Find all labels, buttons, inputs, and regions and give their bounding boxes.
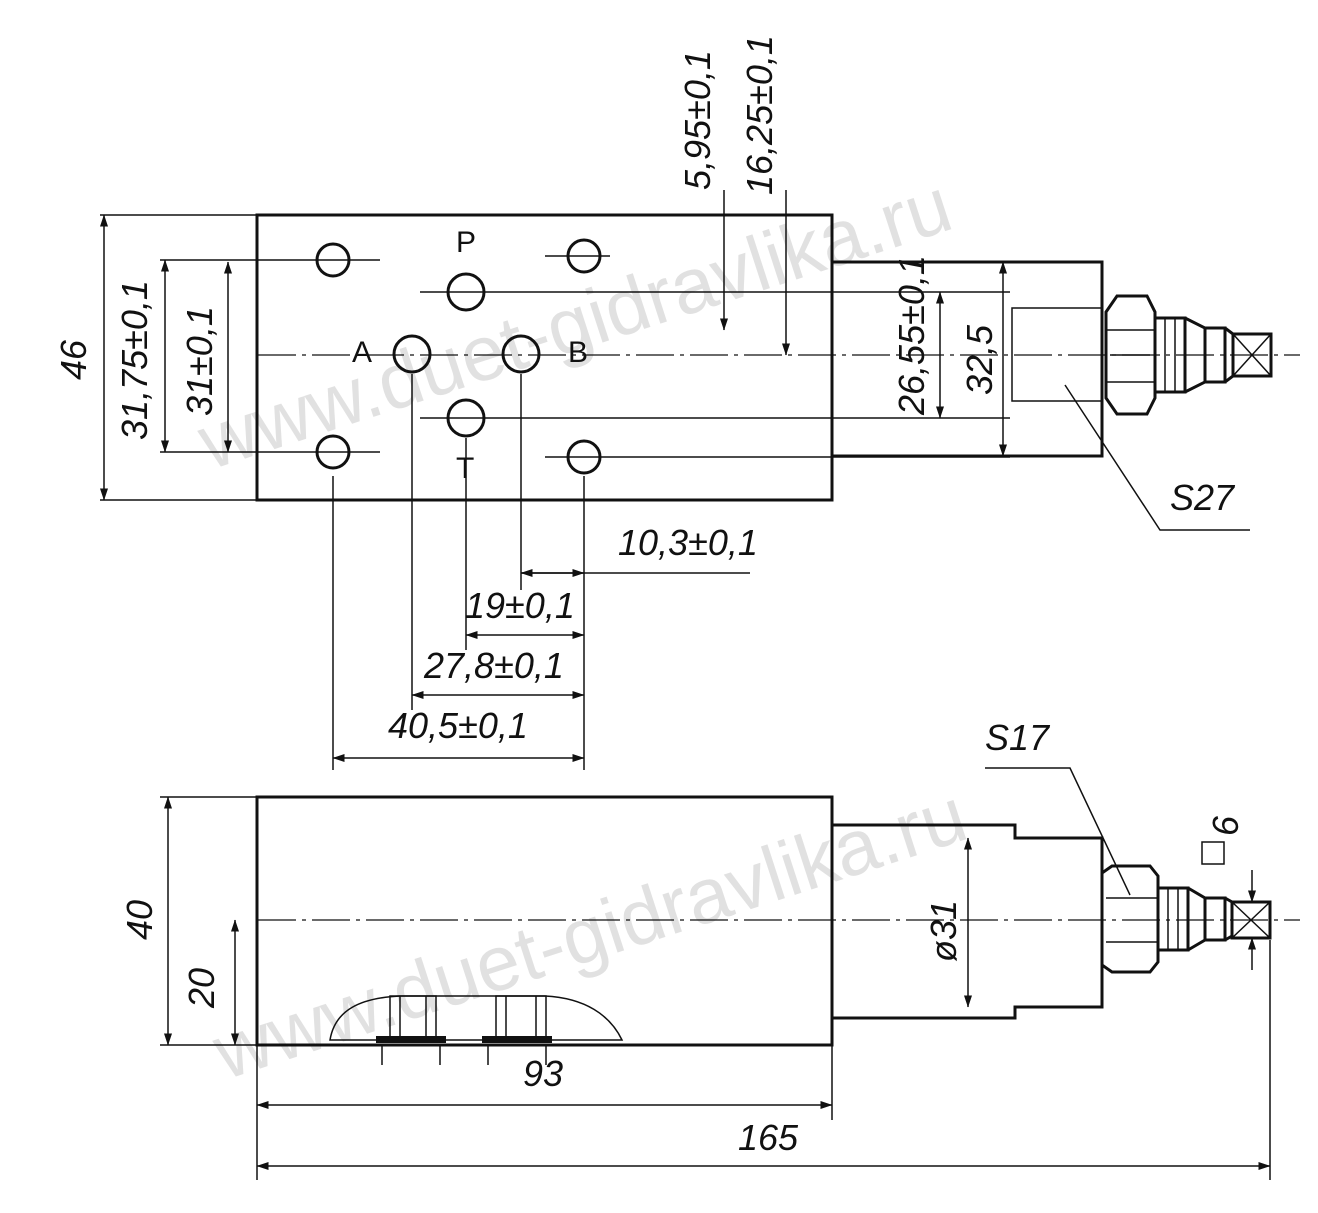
port-b-hole	[501, 334, 541, 374]
dim-text-26-55: 26,55±0,1	[891, 255, 932, 416]
port-label-t: T	[456, 452, 474, 485]
dim-text-s17: S17	[985, 717, 1051, 758]
side-body-outline	[255, 795, 834, 1047]
dim-text-31: 31±0,1	[179, 306, 220, 416]
dim-text-40-5: 40,5±0,1	[388, 705, 528, 746]
dim-text-5-95: 5,95±0,1	[677, 50, 718, 190]
square-symbol-icon	[1201, 841, 1225, 865]
dim-text-s27: S27	[1170, 477, 1236, 518]
dim-text-10-3: 10,3±0,1	[618, 522, 758, 563]
dim-text-16-25: 16,25±0,1	[739, 35, 780, 195]
dim-text-20: 20	[181, 968, 222, 1009]
dim-text-93: 93	[523, 1053, 563, 1094]
port-label-a: A	[352, 336, 372, 369]
port-label-b: B	[568, 336, 588, 369]
dim-text-19: 19±0,1	[465, 585, 575, 626]
dim-text-27-8: 27,8±0,1	[423, 645, 564, 686]
s17-leader	[985, 767, 1131, 896]
hole-center-lines	[100, 214, 1010, 770]
s27-leader	[1064, 384, 1250, 531]
dim-text-40: 40	[119, 900, 160, 940]
dim-text-dia31: ø31	[923, 900, 964, 962]
port-label-p: P	[456, 226, 476, 259]
dim-text-31-75: 31,75±0,1	[114, 280, 155, 440]
side-view: 40 20 ø31 6 S17 93 165	[119, 717, 1300, 1180]
side-stem	[1156, 886, 1234, 952]
top-view: P A B T 46 31,75±0,1 31±0,1 5,95±0,1 16,…	[53, 35, 1300, 770]
dim-text-165: 165	[738, 1117, 799, 1158]
watermark-top: www.duet-gidravlika.ru	[187, 160, 961, 486]
dim-text-46: 46	[53, 339, 94, 380]
dim-text-32-5: 32,5	[959, 324, 1000, 395]
watermark-bottom: www.duet-gidravlika.ru	[202, 770, 976, 1096]
section-cutaway	[329, 995, 624, 1065]
dim-text-sq6: 6	[1205, 815, 1246, 836]
hex-nut-s17	[1100, 864, 1160, 974]
port-a-hole	[392, 334, 432, 374]
